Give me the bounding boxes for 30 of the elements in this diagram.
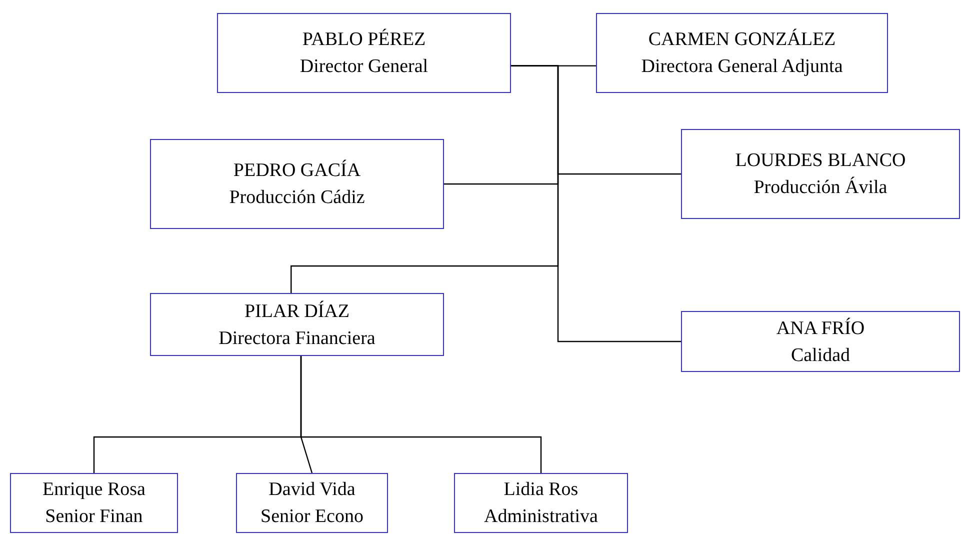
connector-line [511, 65, 681, 342]
person-name: PILAR DÍAZ [244, 300, 350, 324]
job-title: Directora Financiera [218, 326, 376, 350]
person-name: PEDRO GACÍA [233, 158, 361, 183]
job-title: Senior Finan [45, 505, 143, 529]
person-box [10, 473, 178, 533]
person-name: ANA FRÍO [776, 316, 865, 340]
person-box [454, 473, 628, 533]
job-title: Administrativa [484, 505, 598, 529]
connector-line [290, 65, 559, 293]
person-box [596, 13, 888, 93]
person-box [217, 13, 511, 93]
job-title: Senior Econo [260, 505, 364, 529]
person-name: CARMEN GONZÁLEZ [648, 28, 836, 52]
job-title: Producción Cádiz [229, 186, 365, 210]
job-title: Director General [300, 55, 428, 79]
job-title: Directora General Adjunta [641, 55, 843, 79]
person-box [681, 129, 960, 219]
person-name: PABLO PÉREZ [302, 28, 426, 52]
person-name: Lidia Ros [504, 478, 578, 502]
job-title: Producción Ávila [754, 176, 888, 200]
person-box [150, 293, 444, 356]
person-name: David Vida [268, 478, 356, 502]
connector-line [300, 356, 542, 473]
person-box [681, 311, 960, 372]
person-name: Enrique Rosa [42, 478, 146, 502]
person-box [236, 473, 388, 533]
person-box [150, 139, 444, 229]
person-name: LOURDES BLANCO [735, 149, 906, 173]
job-title: Calidad [790, 344, 850, 368]
